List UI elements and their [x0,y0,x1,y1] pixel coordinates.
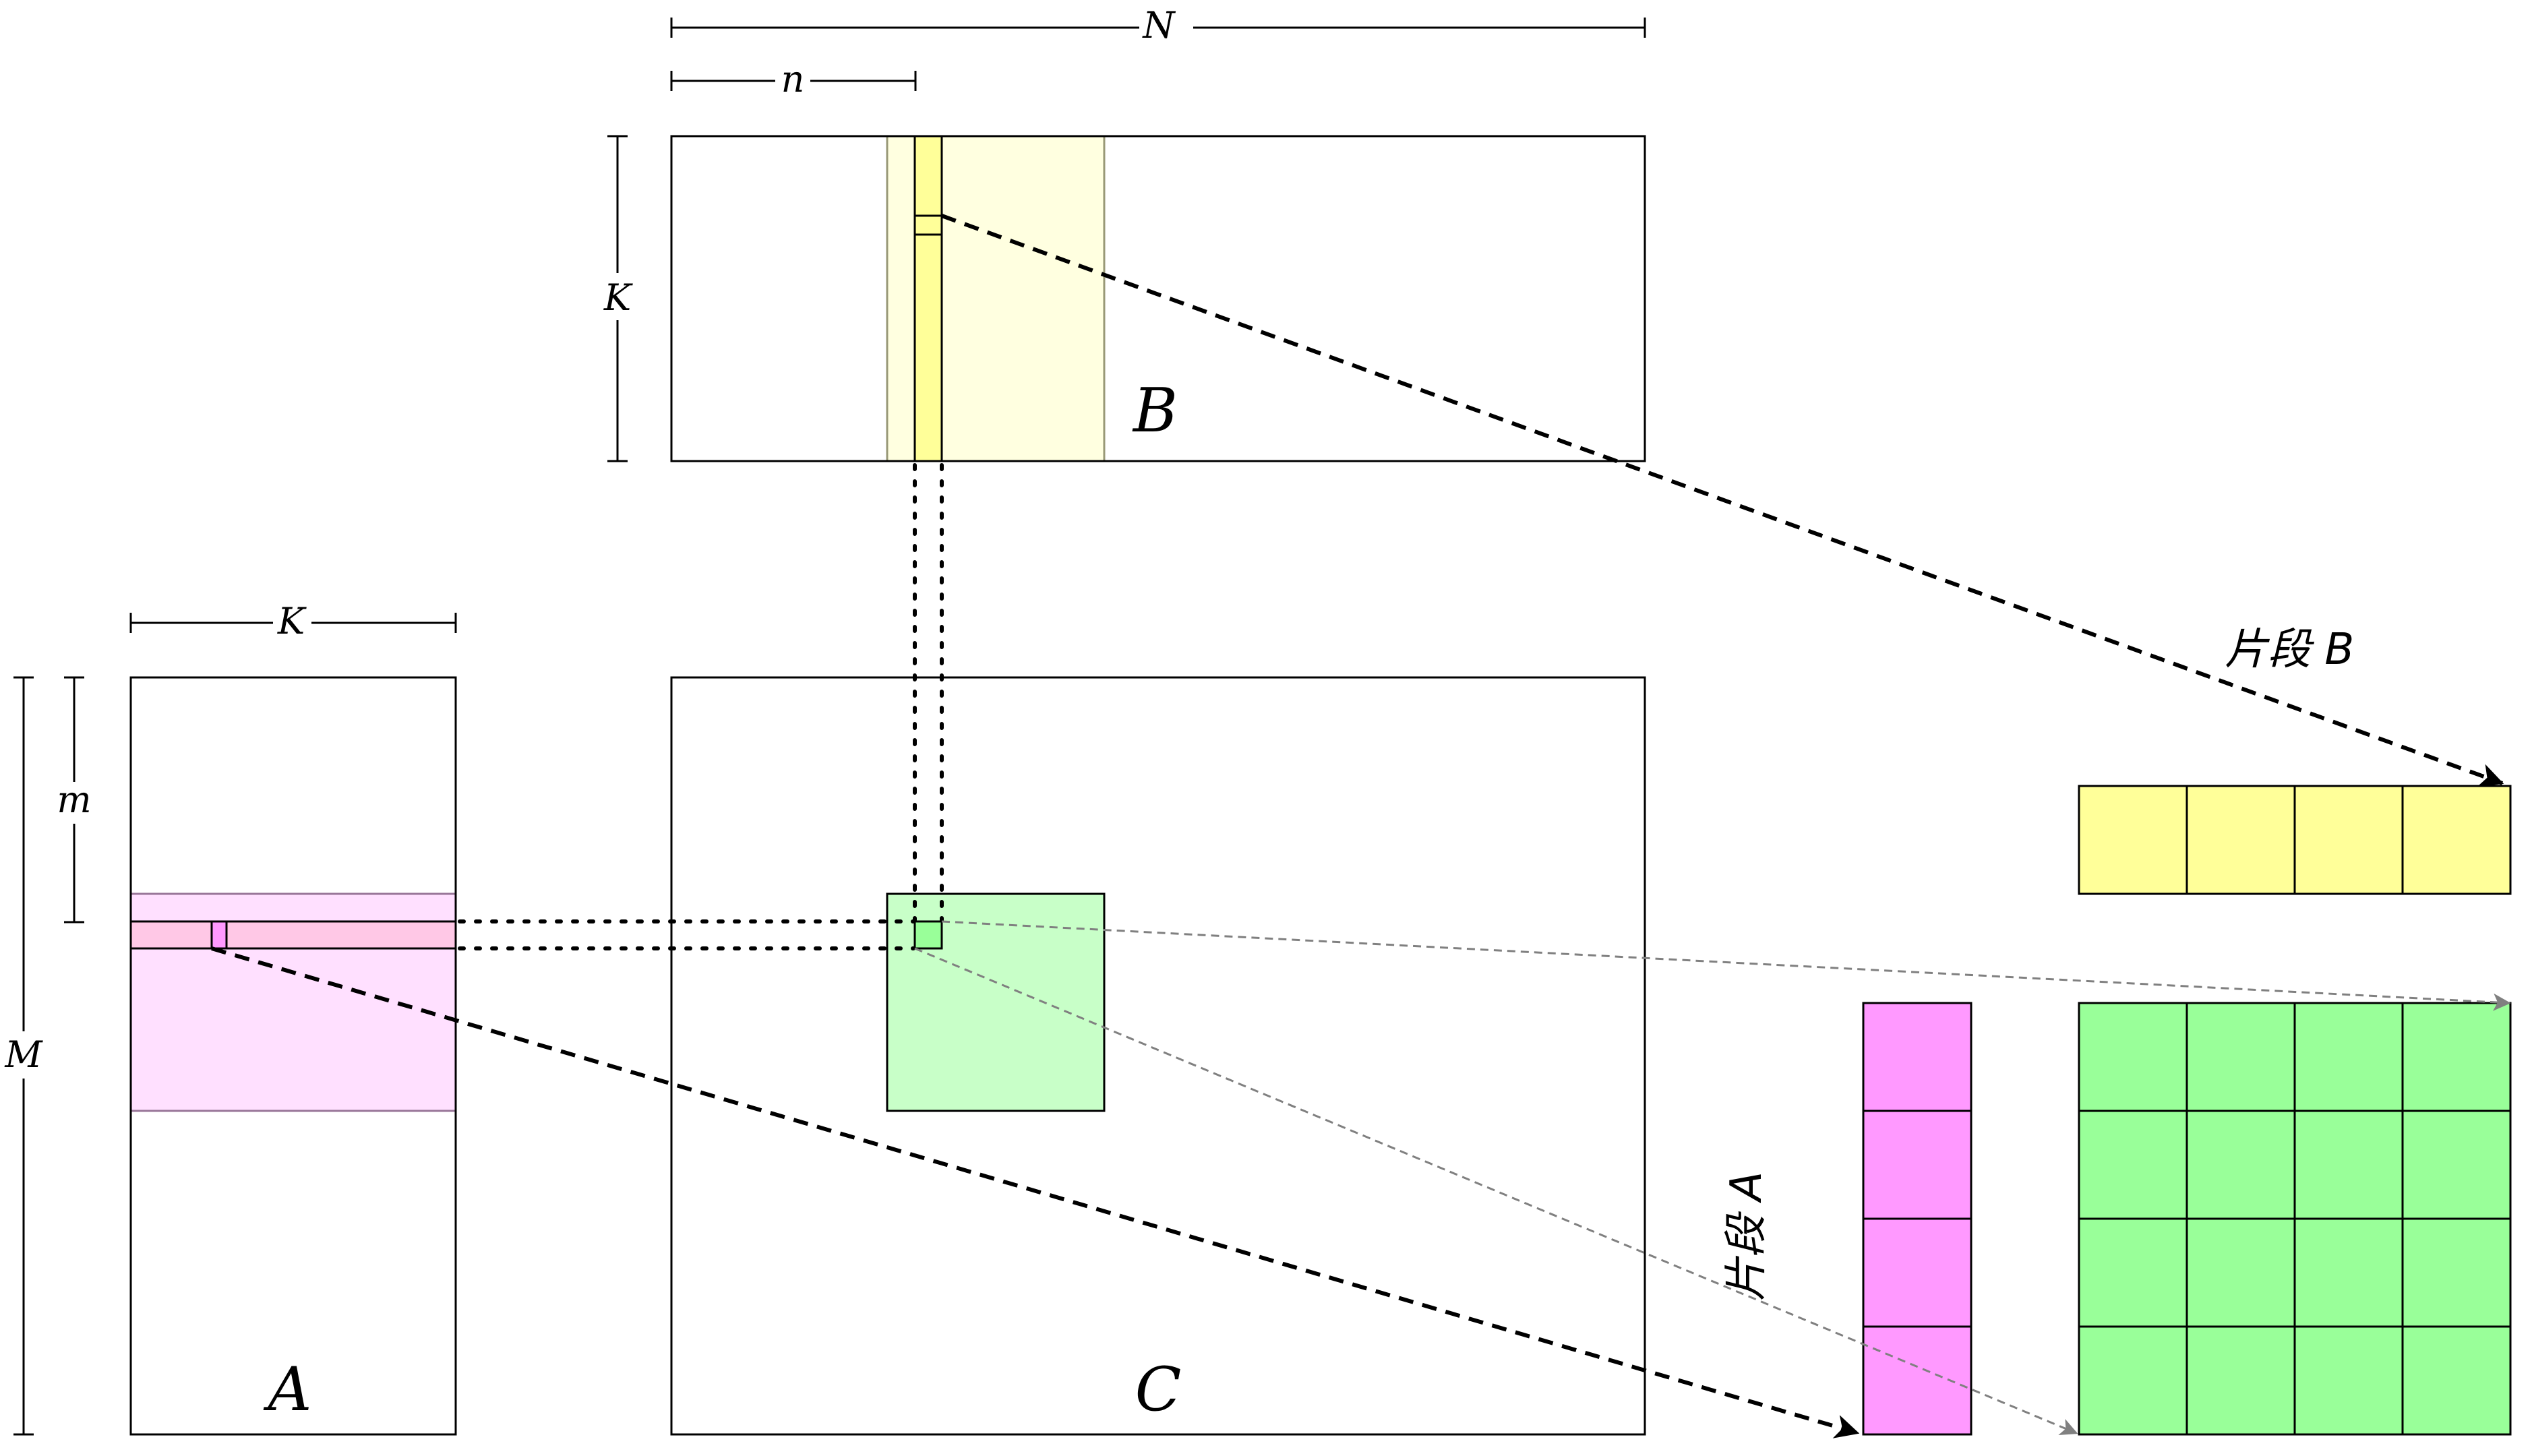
fragment-C-cell [2293,1110,2404,1220]
fragment-C-cell [2401,1002,2512,1112]
dotted-projection-lines [458,463,944,950]
fragment-C-cell [2401,1110,2512,1220]
dimension-n [670,71,917,91]
label-A: A [264,1354,312,1425]
matrix-C [670,676,1646,1436]
matrix-C-fragment-element [913,920,943,950]
fragment-C-cell [2186,1217,2296,1328]
fragment-A-cell [1862,1325,1972,1436]
matrix-B-frame [670,135,1646,462]
matrix-B-fragment-column [913,135,943,462]
fragment-C [2078,1002,2512,1436]
fragment-C-cell [2078,1217,2188,1328]
label-K-top: K [603,276,633,319]
matrix-B [670,135,1646,462]
label-n: n [781,58,805,100]
fragment-C-cell [2186,1325,2296,1436]
label-M: M [4,1033,43,1076]
fragment-C-cell [2078,1325,2188,1436]
matrix-C-frame [670,676,1646,1436]
label-K-left: K [277,600,307,642]
dimension-M [13,676,34,1436]
label-fragment-A: 片段 A [1722,1172,1772,1301]
dimension-m [64,676,84,923]
fragment-C-cell [2293,1217,2404,1328]
fragment-C-cell [2293,1002,2404,1112]
fragment-C-cell [2078,1002,2188,1112]
fragment-B [2078,785,2512,895]
matrix-A-fragment-element [210,920,228,950]
fragment-C-cell [2293,1325,2404,1436]
fragment-C-cell [2186,1110,2296,1220]
dimension-K-left [129,613,457,633]
matrix-B-fragment-element [913,214,943,236]
arrow-gray-to-fragment-C-bottom-left [914,947,2078,1435]
fragment-B-cell [2186,785,2296,895]
arrow-to-fragment-A [211,946,1860,1438]
fragment-C-cell [2401,1217,2512,1328]
label-m: m [57,779,91,821]
matrix-A [129,676,457,1436]
fragment-A-cell [1862,1110,1972,1220]
fragment-B-cell [2293,785,2404,895]
fragment-A-cell [1862,1217,1972,1328]
dimension-K-top [607,135,628,462]
fragment-C-cell [2078,1110,2188,1220]
matrix-A-fragment-row [129,920,457,950]
dimension-N [670,18,1646,38]
arrow-gray-to-fragment-C-top-right [941,920,2511,1011]
label-C: C [1135,1354,1182,1425]
fragment-C-cell [2401,1325,2512,1436]
fragment-A [1862,1002,1972,1436]
label-N: N [1141,4,1176,47]
label-fragment-B: 片段 B [2225,625,2354,675]
label-B: B [1132,375,1178,446]
fragment-B-cell [2078,785,2188,895]
fragment-A-cell [1862,1002,1972,1112]
arrow-to-fragment-B [940,214,2504,787]
fragment-C-cell [2186,1002,2296,1112]
fragment-B-cell [2401,785,2512,895]
